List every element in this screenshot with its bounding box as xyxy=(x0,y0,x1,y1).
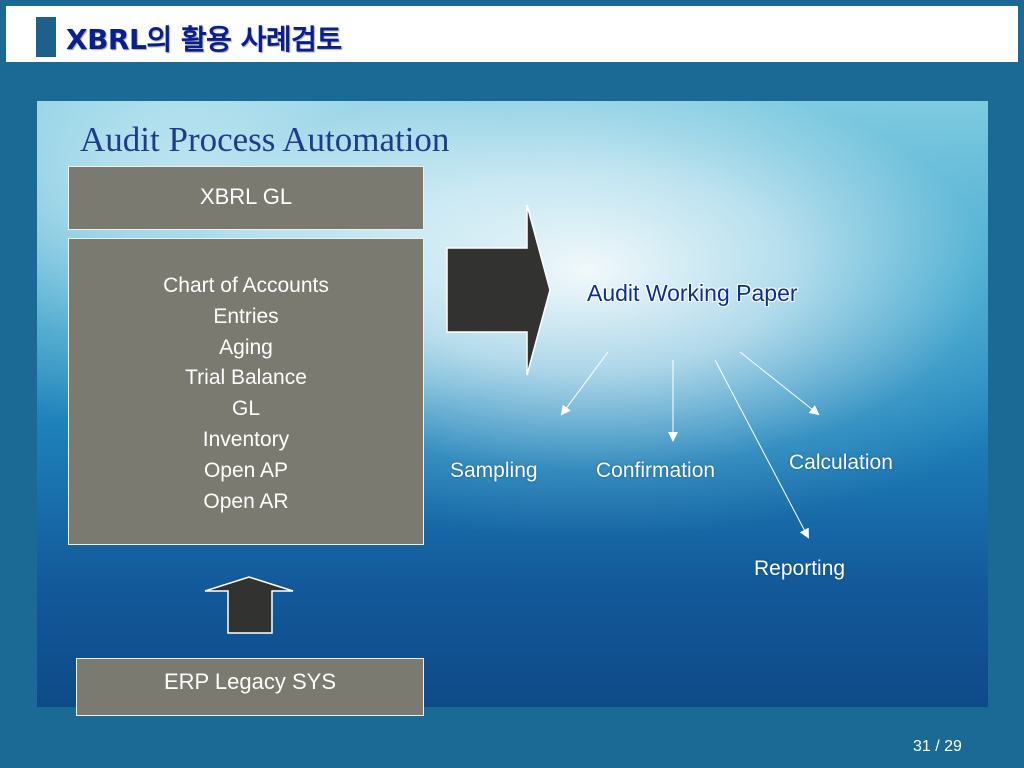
up-arrow-icon xyxy=(204,576,294,634)
reporting-label: Reporting xyxy=(754,557,846,580)
sampling-label: Sampling xyxy=(450,459,538,482)
calculation-label: Calculation xyxy=(789,451,893,474)
page-number: 31 / 29 xyxy=(913,738,962,755)
arrow-to-sampling xyxy=(560,351,609,416)
xbrl-gl-label: XBRL GL xyxy=(199,184,293,209)
account-item: Trial Balance xyxy=(185,366,307,390)
erp-legacy-label: ERP Legacy SYS xyxy=(163,669,337,694)
account-item: Chart of Accounts xyxy=(163,274,329,297)
account-item: Entries xyxy=(213,304,279,328)
header-marker xyxy=(36,17,56,57)
arrow-to-calculation xyxy=(739,351,820,416)
account-item: GL xyxy=(231,397,260,421)
accounts-box: Chart of Accounts Entries Aging Trial Ba… xyxy=(68,238,424,545)
account-item: Aging xyxy=(219,335,273,359)
account-item: Open AP xyxy=(203,458,289,482)
account-item: Open AR xyxy=(203,489,289,513)
right-arrow-icon xyxy=(446,204,551,376)
page-title: XBRL의 활용 사례검토 xyxy=(66,23,342,56)
erp-legacy-box: ERP Legacy SYS xyxy=(76,658,424,716)
slide-title: Audit Process Automation xyxy=(80,120,450,159)
confirmation-label: Confirmation xyxy=(596,459,716,482)
audit-working-paper-label: Audit Working Paper xyxy=(587,280,798,306)
arrow-to-reporting xyxy=(714,359,809,539)
xbrl-gl-box: XBRL GL xyxy=(68,166,424,230)
account-item: Inventory xyxy=(202,427,290,451)
header-bar xyxy=(6,6,1018,62)
